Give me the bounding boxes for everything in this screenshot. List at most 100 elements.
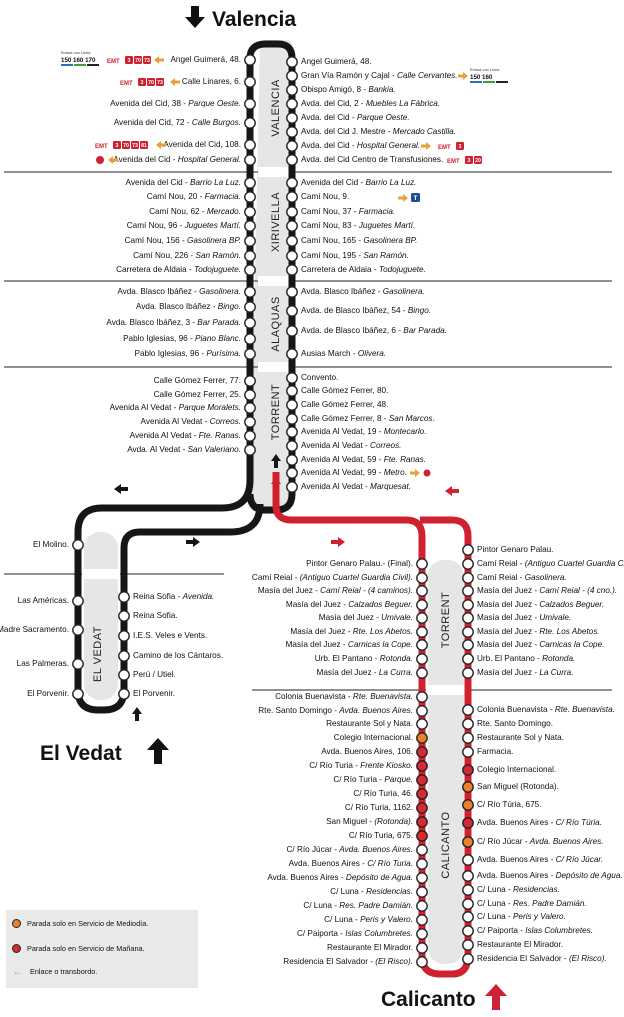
stop-label-main: C/ Luna - <box>330 887 366 896</box>
transfer-arrow-icon <box>398 194 408 202</box>
stop-label-main: Camí Nou, 62 - <box>149 207 207 216</box>
stop-label-main: Avenida Al Vedat - <box>301 482 370 491</box>
stop-marker <box>416 653 428 665</box>
stop-label-main: C/ Luna - <box>303 901 339 910</box>
stop-label: Avenida del Cid - Hospital General. <box>113 155 241 164</box>
stop-label-main: Camí Nou, 226 - <box>133 251 195 260</box>
stop-marker <box>462 572 474 584</box>
stop-label-detail: Piano Blanc. <box>195 334 241 343</box>
stop-label: Avenida del Cid, 108. <box>163 140 241 149</box>
stop-label-main: Camí Nou, 37 - <box>301 207 359 216</box>
arrow-left-icon <box>445 486 459 496</box>
stop-label-detail: Camí Reial - (4 caminos). <box>320 586 413 595</box>
zone-bands <box>4 40 612 964</box>
stop-marker <box>286 70 298 82</box>
stop-label-main: C/ Paiporta - <box>297 929 345 938</box>
emt-line-number: 3 <box>141 80 144 86</box>
stop-label-detail: Purísima. <box>206 349 241 358</box>
stop-label-main: Avenida del Cid, 72 - <box>114 118 192 127</box>
stop-label-detail: Residencias. <box>513 885 560 894</box>
stop-label: Avenida Al Vedat, 99 - Metro. <box>301 468 407 477</box>
stop-label-detail: Hospital General. <box>178 155 241 164</box>
zone-label: EL VEDAT <box>92 626 104 682</box>
stop-label: Avda. del Cid, 2 - Muebles La Fábrica. <box>301 99 440 108</box>
stop-label-main: Residencia El Salvador - <box>477 954 569 963</box>
stop-label-main: Avda. Blasco Ibáñez, 3 - <box>106 318 197 327</box>
stop-label-detail: Umivale. <box>381 613 413 622</box>
stop-marker <box>416 732 428 744</box>
stop-marker <box>462 925 474 937</box>
stop-label: Masía del Juez - Camí Reial - (4 caminos… <box>258 586 413 595</box>
stop-label: Calle Gómez Ferrer, 48. <box>301 400 388 409</box>
stop-label-main: San Miguel - <box>326 817 374 826</box>
stop-label-detail: Farmacia. <box>205 192 241 201</box>
stop-label-main: Masía del Juez - <box>319 613 381 622</box>
stop-label-main: Camí Reial - <box>477 573 525 582</box>
stop-label: Calle Gómez Ferrer, 25. <box>154 390 241 399</box>
zone-label: VALENCIA <box>270 79 282 137</box>
stop-label-main: Pablo Iglesias, 96 - <box>135 349 207 358</box>
stop-label: Masía del Juez - Umivale. <box>477 613 571 622</box>
stop-label-main: Carretera de Aldaia - <box>301 265 379 274</box>
stop-label-main: Avda. de Blasco Ibáñez, 6 - <box>301 326 403 335</box>
stop-label: Angel Guimerá, 48. <box>301 57 372 66</box>
stop-label: Pintor Genaro Palau. <box>477 545 553 554</box>
stop-label: Camí Nou, 83 - Juguetes Martí. <box>301 221 415 230</box>
stop-marker <box>286 84 298 96</box>
stop-label: C/ Luna - Peris y Valero. <box>324 915 413 924</box>
emt-line-number: 70 <box>148 80 154 86</box>
stop-label-detail: Mercado. <box>207 207 241 216</box>
stop-marker <box>462 799 474 811</box>
stop-marker <box>286 481 298 493</box>
stop-label-detail: Fte. Ranas. <box>199 431 241 440</box>
stop-label-detail: Gasolinera BP. <box>187 236 241 245</box>
stop-label: Colegio Internacional. <box>477 765 556 774</box>
stop-marker <box>286 220 298 232</box>
stop-label-detail: Rotonda. <box>380 654 413 663</box>
stop-label-detail: Bar Parada. <box>403 326 447 335</box>
stop-label-detail: Peris y Valero. <box>360 915 413 924</box>
stop-marker <box>244 117 256 129</box>
stop-label: Masía del Juez - Calzados Beguer. <box>477 600 604 609</box>
stop-label: C/ Luna - Peris y Valero. <box>477 912 566 921</box>
stop-label-main: Masía del Juez - <box>317 668 379 677</box>
stop-label-main: Residencia El Salvador - <box>283 957 375 966</box>
stop-marker <box>244 206 256 218</box>
stop-marker <box>244 444 256 456</box>
stop-label-detail: (Rotonda). <box>374 817 413 826</box>
stop-label-main: Obispo Amigó, 8 - <box>301 85 368 94</box>
stop-label: Avenida Al Vedat, 59 - Fte. Ranas. <box>301 455 426 464</box>
stop-label-detail: Calzados Beguer. <box>539 600 604 609</box>
stop-label: Avda. de Blasco Ibáñez, 54 - Bingo. <box>301 306 431 315</box>
bus-lines-numbers: 150 160 <box>470 74 493 81</box>
stop-markers <box>72 54 474 968</box>
emt-logo: EMT <box>95 144 108 150</box>
stop-label-detail: Res. Padre Damián. <box>339 901 413 910</box>
stop-marker <box>416 942 428 954</box>
stop-label-main: Masía del Juez - <box>286 600 348 609</box>
stop-label: Camí Nou, 37 - Farmacia. <box>301 207 395 216</box>
legend-transfer-label: Enlace o transbordo. <box>30 967 98 976</box>
emt-line-box <box>134 56 142 64</box>
stop-label-main: Avenida Al Vedat, 19 - <box>301 427 384 436</box>
stop-label-main: C/ Luna - <box>477 912 513 921</box>
stop-marker <box>286 385 298 397</box>
stop-label-main: C/ Luna - <box>477 885 513 894</box>
zone-gap <box>82 569 120 579</box>
stop-label: Restaurante El Mirador. <box>327 943 413 952</box>
stop-label: Pablo Iglesias, 96 - Piano Blanc. <box>123 334 241 343</box>
stop-label-detail: Olivera. <box>358 349 386 358</box>
stop-label: Masía del Juez - La Curra. <box>477 668 573 677</box>
stop-label-main: Avda. Blasco Ibáñez - <box>136 302 218 311</box>
stop-label: Avda. Al Vedat - San Valeriano. <box>127 445 241 454</box>
stop-label: Avda. del Cid - Parque Oeste. <box>301 113 410 122</box>
stop-marker <box>416 718 428 730</box>
stop-label-detail: Montecarlo. <box>384 427 427 436</box>
stop-label-main: Avenida Al Vedat - <box>141 417 210 426</box>
stop-label: Avda. del Cid - Hospital General. <box>301 141 420 150</box>
emt-line-number: 3 <box>459 144 462 150</box>
stop-marker <box>462 718 474 730</box>
stop-label-main: Rte. Santo Domingo - <box>258 706 339 715</box>
destination-calicanto-label: Calicanto <box>381 988 476 1011</box>
